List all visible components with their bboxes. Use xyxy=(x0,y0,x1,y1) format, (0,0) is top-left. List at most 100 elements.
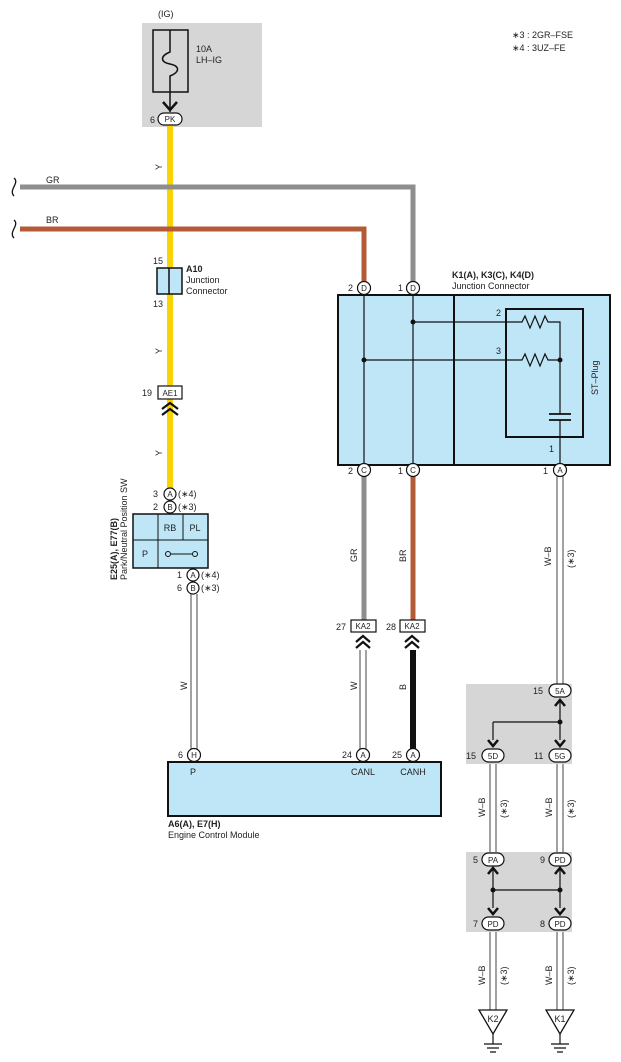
sw-term-bot-b-label: B xyxy=(190,584,195,593)
k-connector-id: K1(A), K3(C), K4(D) xyxy=(452,270,534,280)
ecm-term-canh xyxy=(405,747,421,763)
sw-note-top-a: (∗4) xyxy=(178,489,197,499)
pk-terminal-label: PK xyxy=(165,115,176,124)
wire-note-wb-5g: (∗3) xyxy=(566,799,576,818)
ground-k2-icon xyxy=(477,1009,509,1036)
sw-p: P xyxy=(142,549,148,559)
j2-term-pd7-label: PD xyxy=(487,920,498,929)
sw-desc: Park/Neutral Position SW xyxy=(119,478,129,580)
ecm-term-canh-label: A xyxy=(410,751,416,760)
ecm-label-canh: CANH xyxy=(400,767,426,777)
sw-box xyxy=(132,513,209,569)
j2-pin-pd8: 8 xyxy=(540,919,545,929)
wire-label-br-mid: BR xyxy=(398,549,408,562)
k-term-d1-label: D xyxy=(410,284,416,293)
wire-label-gr-top: GR xyxy=(46,175,60,185)
k-term-c1-label: C xyxy=(410,466,416,475)
ka2-left-pin: 27 xyxy=(336,622,346,632)
wire-gray-break-icon xyxy=(11,177,17,197)
sw-term-bot-a xyxy=(186,568,200,582)
ka2-right-label: KA2 xyxy=(404,622,420,631)
k-term-d1 xyxy=(405,280,421,296)
ground-k1-symbol-icon xyxy=(551,1034,569,1053)
ground-k2-label: K2 xyxy=(487,1014,498,1024)
sw-term-top-b-label: B xyxy=(167,503,172,512)
j1-arrow-5g-icon xyxy=(554,739,566,748)
sw-term-top-a-label: A xyxy=(167,490,173,499)
ae1-pin: 19 xyxy=(142,388,152,398)
ecm-term-canl xyxy=(355,747,371,763)
ecm-pin-canh: 25 xyxy=(392,750,402,760)
k-res-pin2: 2 xyxy=(496,308,501,318)
wire-label-wb-pd8: W–B xyxy=(544,965,554,985)
j1-term-5g xyxy=(548,748,572,763)
j1-term-5a xyxy=(548,683,572,698)
k-connector-desc: Junction Connector xyxy=(452,281,530,291)
ka2-left-chevron-icon xyxy=(355,634,371,649)
wire-note-wb-5d: (∗3) xyxy=(499,799,509,818)
ground-k2-symbol-icon xyxy=(484,1034,502,1053)
k-res-pin3: 3 xyxy=(496,346,501,356)
j2-arrow-pd8-icon xyxy=(554,907,566,916)
k-term-d2 xyxy=(356,280,372,296)
wire-label-wb-k4: W–B xyxy=(543,546,553,566)
wire-gray xyxy=(20,184,416,282)
a10-id: A10 xyxy=(186,264,203,274)
j2-term-pd8-label: PD xyxy=(554,920,565,929)
wire-note-wb-pd8: (∗3) xyxy=(566,966,576,985)
wire-label-wb-5d: W–B xyxy=(477,797,487,817)
k-term-c2 xyxy=(356,462,372,478)
k-term-c2-label: C xyxy=(361,466,367,475)
wire-label-gr-mid: GR xyxy=(349,548,359,562)
wire-note-wb-pd7: (∗3) xyxy=(499,966,509,985)
ka2-right xyxy=(399,619,426,633)
wire-label-b-canh: B xyxy=(398,684,408,690)
k-pin-c2: 2 xyxy=(348,466,353,476)
ecm-term-h-label: H xyxy=(191,751,197,760)
wire-label-y1: Y xyxy=(154,164,164,170)
k-pin-c1: 1 xyxy=(398,466,403,476)
k-pin-d2: 2 xyxy=(348,283,353,293)
fuse-name: LH–IG xyxy=(196,55,222,65)
ecm-box xyxy=(167,761,442,817)
ground-k1-label: K1 xyxy=(554,1014,565,1024)
j1-term-5d-label: 5D xyxy=(488,752,498,761)
sw-term-top-a xyxy=(163,487,177,501)
ecm-pin-canl: 24 xyxy=(342,750,352,760)
a10-pin-bottom: 13 xyxy=(153,299,163,309)
j1-term-5a-label: 5A xyxy=(555,687,565,696)
st-plug-label: ST–Plug xyxy=(590,360,600,395)
k-term-a1-label: A xyxy=(557,466,563,475)
k-node-1 xyxy=(410,319,416,325)
sw-term-bot-a-label: A xyxy=(190,571,196,580)
a10-line1: Junction xyxy=(186,275,220,285)
k-node-2 xyxy=(361,357,367,363)
k-term-c1 xyxy=(405,462,421,478)
cap-pin: 1 xyxy=(549,444,554,454)
k-term-d2-label: D xyxy=(361,284,367,293)
ecm-label-canl: CANL xyxy=(351,767,375,777)
ka2-right-pin: 28 xyxy=(386,622,396,632)
j1-pin-5a: 15 xyxy=(533,686,543,696)
k-term-a1 xyxy=(552,462,568,478)
sw-pin-bot-a: 1 xyxy=(177,570,182,580)
wire-label-wb-pd7: W–B xyxy=(477,965,487,985)
j2-term-pa xyxy=(481,852,505,867)
wire-note-wb-k4: (∗3) xyxy=(566,549,576,568)
j1-node xyxy=(557,719,563,725)
j1-arrow-5d-icon xyxy=(487,739,499,748)
sw-note-bot-a: (∗4) xyxy=(201,570,220,580)
wire-label-w-sw: W xyxy=(179,681,189,690)
k-connector-box xyxy=(337,294,611,466)
a10-pin-top: 15 xyxy=(153,256,163,266)
wire-brown-break-icon xyxy=(11,219,17,239)
fuse-rating: 10A xyxy=(196,44,212,54)
ae1-label: AE1 xyxy=(162,389,178,398)
sw-term-bot-b xyxy=(186,581,200,595)
wire-label-w-canl: W xyxy=(349,681,359,690)
j1-term-5g-label: 5G xyxy=(555,752,566,761)
j2-pin-pd9: 9 xyxy=(540,855,545,865)
j2-term-pd7 xyxy=(481,916,505,931)
ae1-connector xyxy=(157,385,183,400)
j1-pin-5g: 11 xyxy=(534,751,543,761)
